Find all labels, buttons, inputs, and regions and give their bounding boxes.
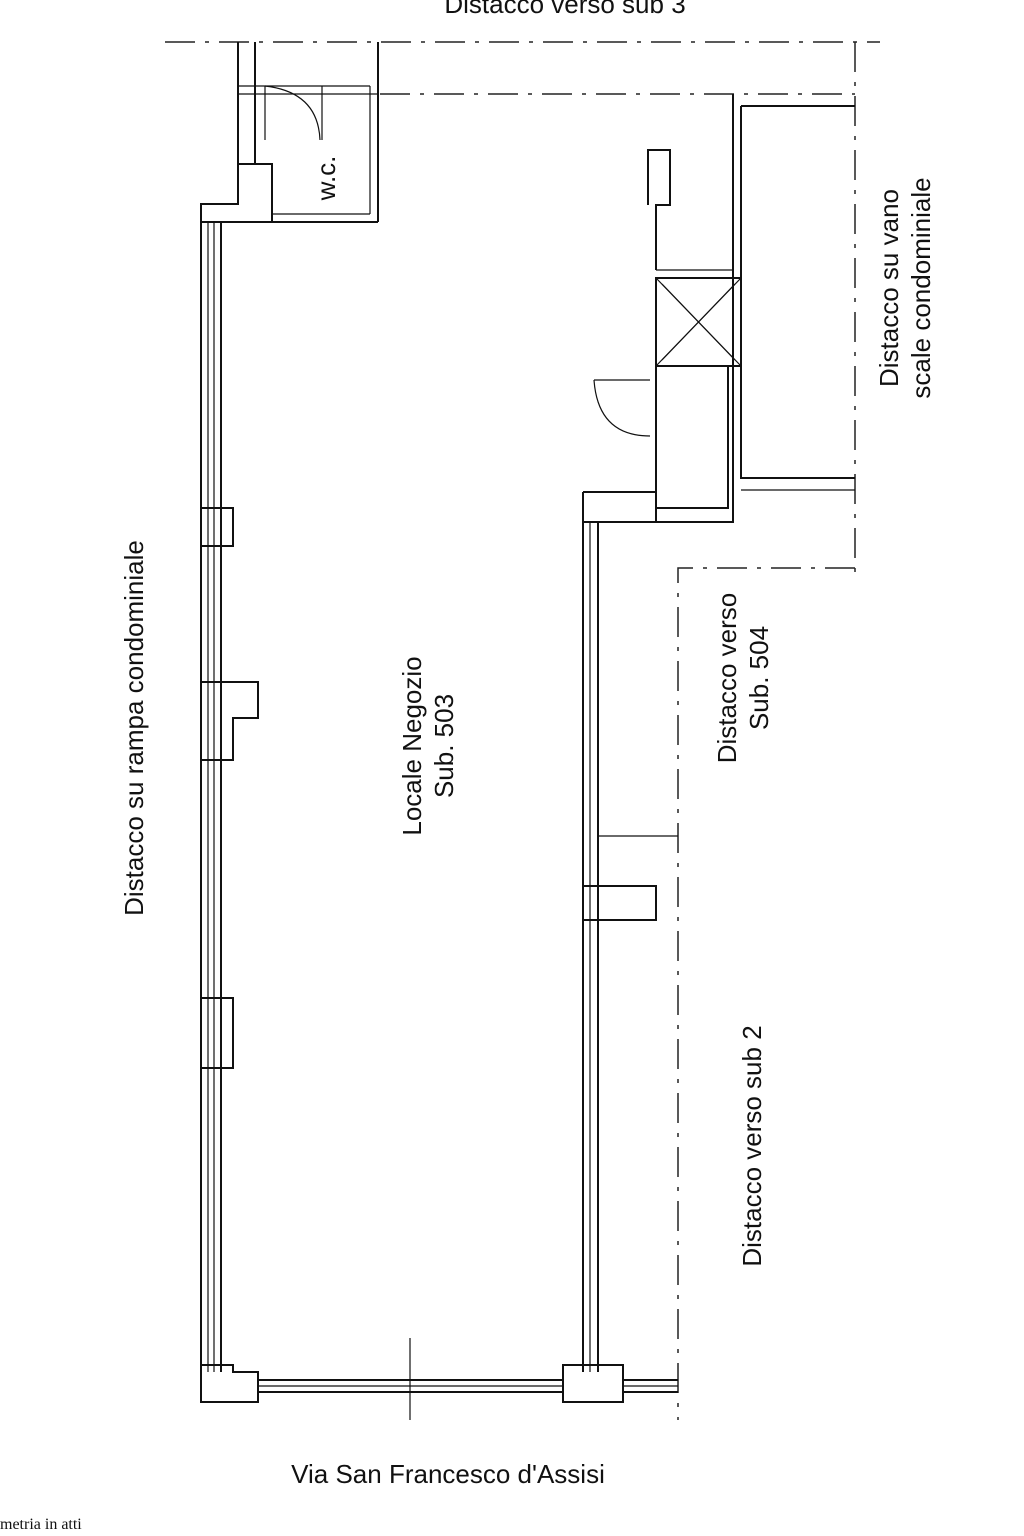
right-mid-label: Distacco verso Sub. 504 — [711, 593, 775, 764]
right-mid-label-line1: Distacco verso — [712, 592, 742, 764]
right-top-label: Distacco su vano scale condominiale — [873, 177, 937, 398]
right-wall — [582, 491, 678, 1372]
room-label-line2: Sub. 503 — [429, 693, 459, 799]
footer-note: metria in atti — [0, 1516, 82, 1533]
right-top-label-line1: Distacco su vano — [874, 189, 904, 387]
wc-label: w.c. — [311, 155, 341, 201]
left-label: Distacco su rampa condominiale — [119, 540, 149, 916]
right-bottom-label: Distacco verso sub 2 — [737, 1025, 767, 1267]
stair-core — [593, 94, 855, 523]
top-label: Distacco verso sub 3 — [444, 0, 686, 19]
room-label-line1: Locale Negozio — [397, 656, 427, 836]
street-label: Via San Francesco d'Assisi — [291, 1459, 605, 1489]
left-wall — [200, 222, 259, 1372]
right-top-label-line2: scale condominiale — [906, 177, 936, 399]
room-label: Locale Negozio Sub. 503 — [396, 656, 460, 835]
right-mid-label-line2: Sub. 504 — [744, 625, 774, 731]
street-front — [200, 1338, 678, 1420]
wc-block — [200, 42, 379, 223]
boundary-sub504 — [677, 567, 855, 1420]
